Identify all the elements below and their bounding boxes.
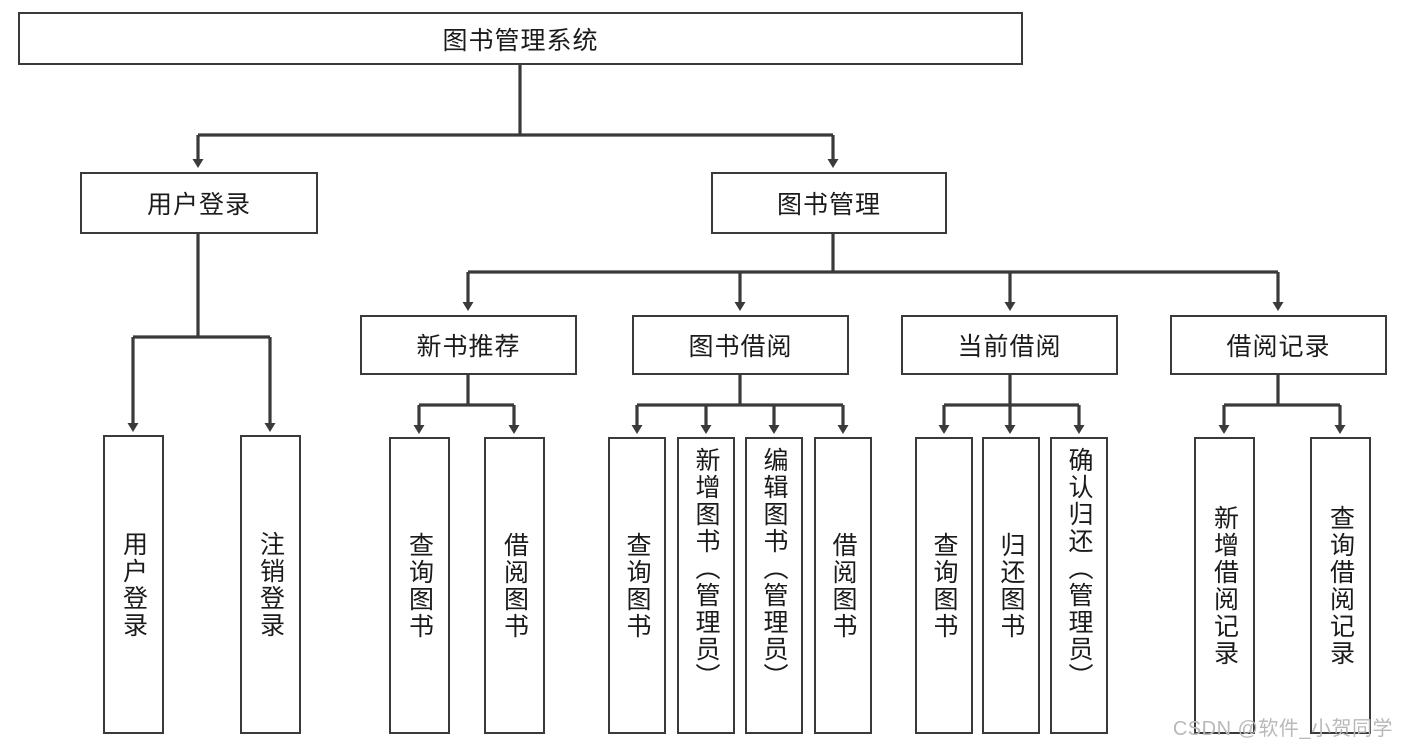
- node-book-borrow[interactable]: 图书借阅: [632, 315, 849, 375]
- node-root-label: 图书管理系统: [442, 26, 599, 55]
- node-leaf-logout-label: 注销登录: [256, 530, 285, 639]
- node-leaf-borrow-book-2-label: 借阅图书: [829, 531, 857, 640]
- node-leaf-user-login[interactable]: 用户登录: [103, 435, 164, 734]
- node-leaf-edit-book[interactable]: 编辑图书（管理员）: [745, 437, 803, 734]
- node-leaf-return-book-label: 归还图书: [997, 531, 1025, 640]
- node-new-book-recommend-label: 新书推荐: [416, 333, 521, 361]
- node-leaf-query-book-1[interactable]: 查询图书: [389, 437, 450, 734]
- node-leaf-add-record[interactable]: 新增借阅记录: [1194, 437, 1255, 734]
- node-leaf-add-record-label: 新增借阅记录: [1210, 504, 1239, 667]
- node-leaf-query-book-1-label: 查询图书: [405, 531, 434, 640]
- node-leaf-edit-book-label: 编辑图书（管理员）: [760, 447, 788, 690]
- node-borrow-record-label: 借阅记录: [1226, 333, 1331, 361]
- node-leaf-add-book-label: 新增图书（管理员）: [692, 447, 720, 690]
- node-current-borrow-label: 当前借阅: [957, 333, 1062, 361]
- node-leaf-query-book-2-label: 查询图书: [623, 531, 651, 640]
- node-borrow-record[interactable]: 借阅记录: [1170, 315, 1387, 375]
- node-leaf-add-book[interactable]: 新增图书（管理员）: [677, 437, 735, 734]
- node-leaf-query-book-2[interactable]: 查询图书: [608, 437, 666, 734]
- node-leaf-query-record-label: 查询借阅记录: [1326, 504, 1355, 667]
- node-current-borrow[interactable]: 当前借阅: [901, 315, 1118, 375]
- node-leaf-user-login-label: 用户登录: [119, 530, 148, 639]
- node-new-book-recommend[interactable]: 新书推荐: [360, 315, 577, 375]
- node-leaf-confirm-return-label: 确认归还（管理员）: [1065, 447, 1093, 690]
- node-leaf-return-book[interactable]: 归还图书: [982, 437, 1040, 734]
- node-leaf-borrow-book-2[interactable]: 借阅图书: [814, 437, 872, 734]
- watermark: CSDN @软件_小贺同学: [1172, 718, 1393, 740]
- node-book-borrow-label: 图书借阅: [688, 333, 793, 361]
- node-root[interactable]: 图书管理系统: [18, 12, 1023, 65]
- node-leaf-query-book-3[interactable]: 查询图书: [915, 437, 973, 734]
- node-leaf-confirm-return[interactable]: 确认归还（管理员）: [1050, 437, 1108, 734]
- node-leaf-borrow-book-1[interactable]: 借阅图书: [484, 437, 545, 734]
- node-leaf-borrow-book-1-label: 借阅图书: [500, 531, 529, 640]
- node-book-manage[interactable]: 图书管理: [711, 172, 947, 234]
- node-leaf-logout[interactable]: 注销登录: [240, 435, 301, 734]
- node-book-manage-label: 图书管理: [776, 191, 881, 219]
- node-user-login[interactable]: 用户登录: [80, 172, 318, 234]
- node-leaf-query-record[interactable]: 查询借阅记录: [1310, 437, 1371, 734]
- node-leaf-query-book-3-label: 查询图书: [930, 531, 958, 640]
- node-user-login-label: 用户登录: [146, 191, 251, 219]
